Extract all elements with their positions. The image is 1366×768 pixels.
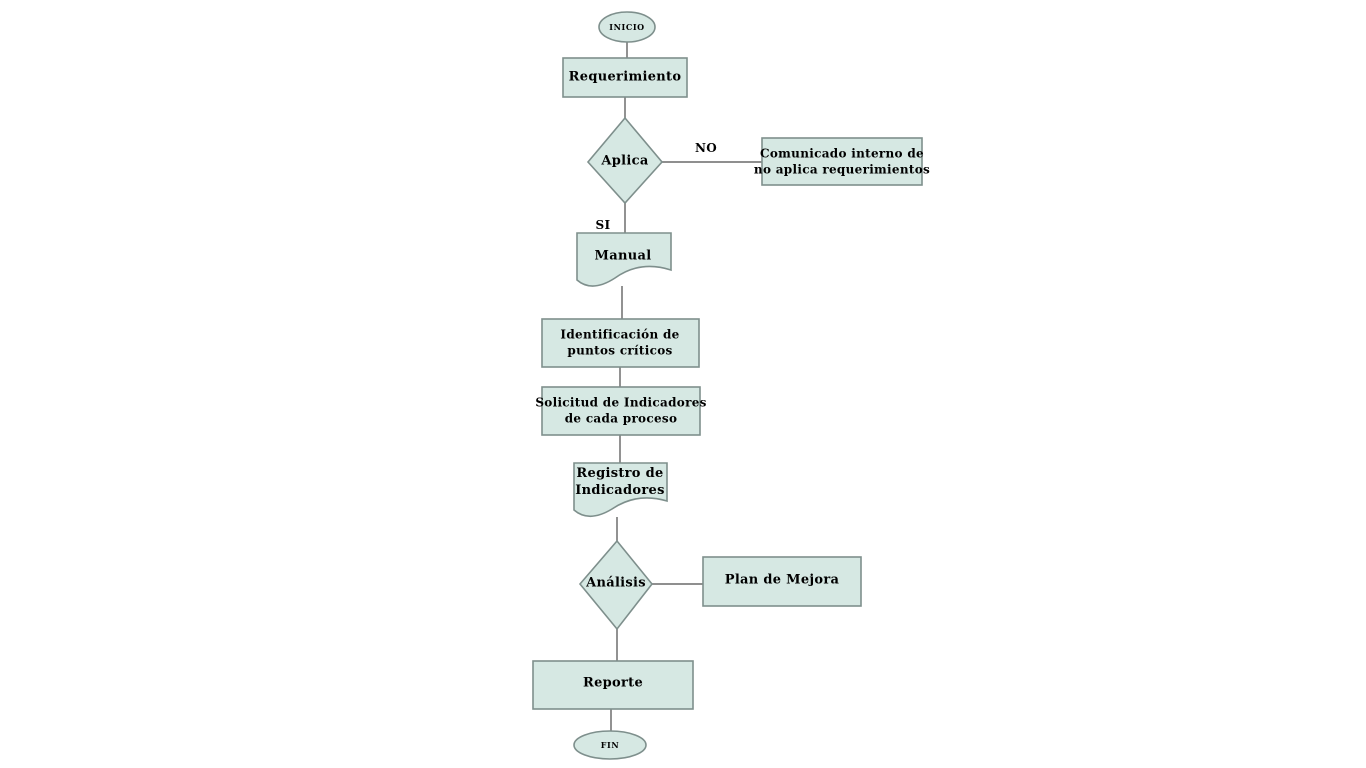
node-analisis-label: Análisis bbox=[586, 575, 646, 591]
node-identificacion-shape bbox=[541, 318, 700, 368]
node-manual-shape bbox=[576, 232, 672, 287]
node-fin-label: FIN bbox=[600, 739, 620, 750]
node-comunicado-label: Comunicado interno de no aplica requerim… bbox=[753, 146, 931, 176]
edge-label-si: SI bbox=[595, 218, 611, 233]
node-identificacion-label: Identificación de puntos críticos bbox=[560, 327, 680, 357]
node-solicitud-label: Solicitud de Indicadores de cada proceso bbox=[535, 395, 707, 425]
node-registro-shape bbox=[573, 462, 668, 518]
node-fin-shape bbox=[573, 730, 647, 760]
node-requerimiento-shape bbox=[562, 57, 688, 98]
node-plan-shape bbox=[702, 556, 862, 607]
node-analisis-shape bbox=[578, 539, 654, 631]
node-manual-label: Manual bbox=[594, 248, 652, 264]
node-aplica-shape bbox=[586, 116, 664, 205]
node-aplica-label: Aplica bbox=[601, 153, 649, 169]
node-inicio-label: INICIO bbox=[609, 21, 645, 32]
node-reporte-label: Reporte bbox=[582, 675, 644, 691]
edge-label-no: NO bbox=[694, 141, 718, 156]
node-solicitud-shape bbox=[541, 386, 701, 436]
node-reporte-shape bbox=[532, 660, 694, 710]
node-requerimiento-label: Requerimiento bbox=[568, 69, 682, 85]
node-registro-label: Registro de Indicadores bbox=[575, 466, 665, 498]
node-comunicado-shape bbox=[761, 137, 923, 186]
node-plan-label: Plan de Mejora bbox=[724, 572, 840, 588]
node-inicio-shape bbox=[598, 11, 656, 43]
